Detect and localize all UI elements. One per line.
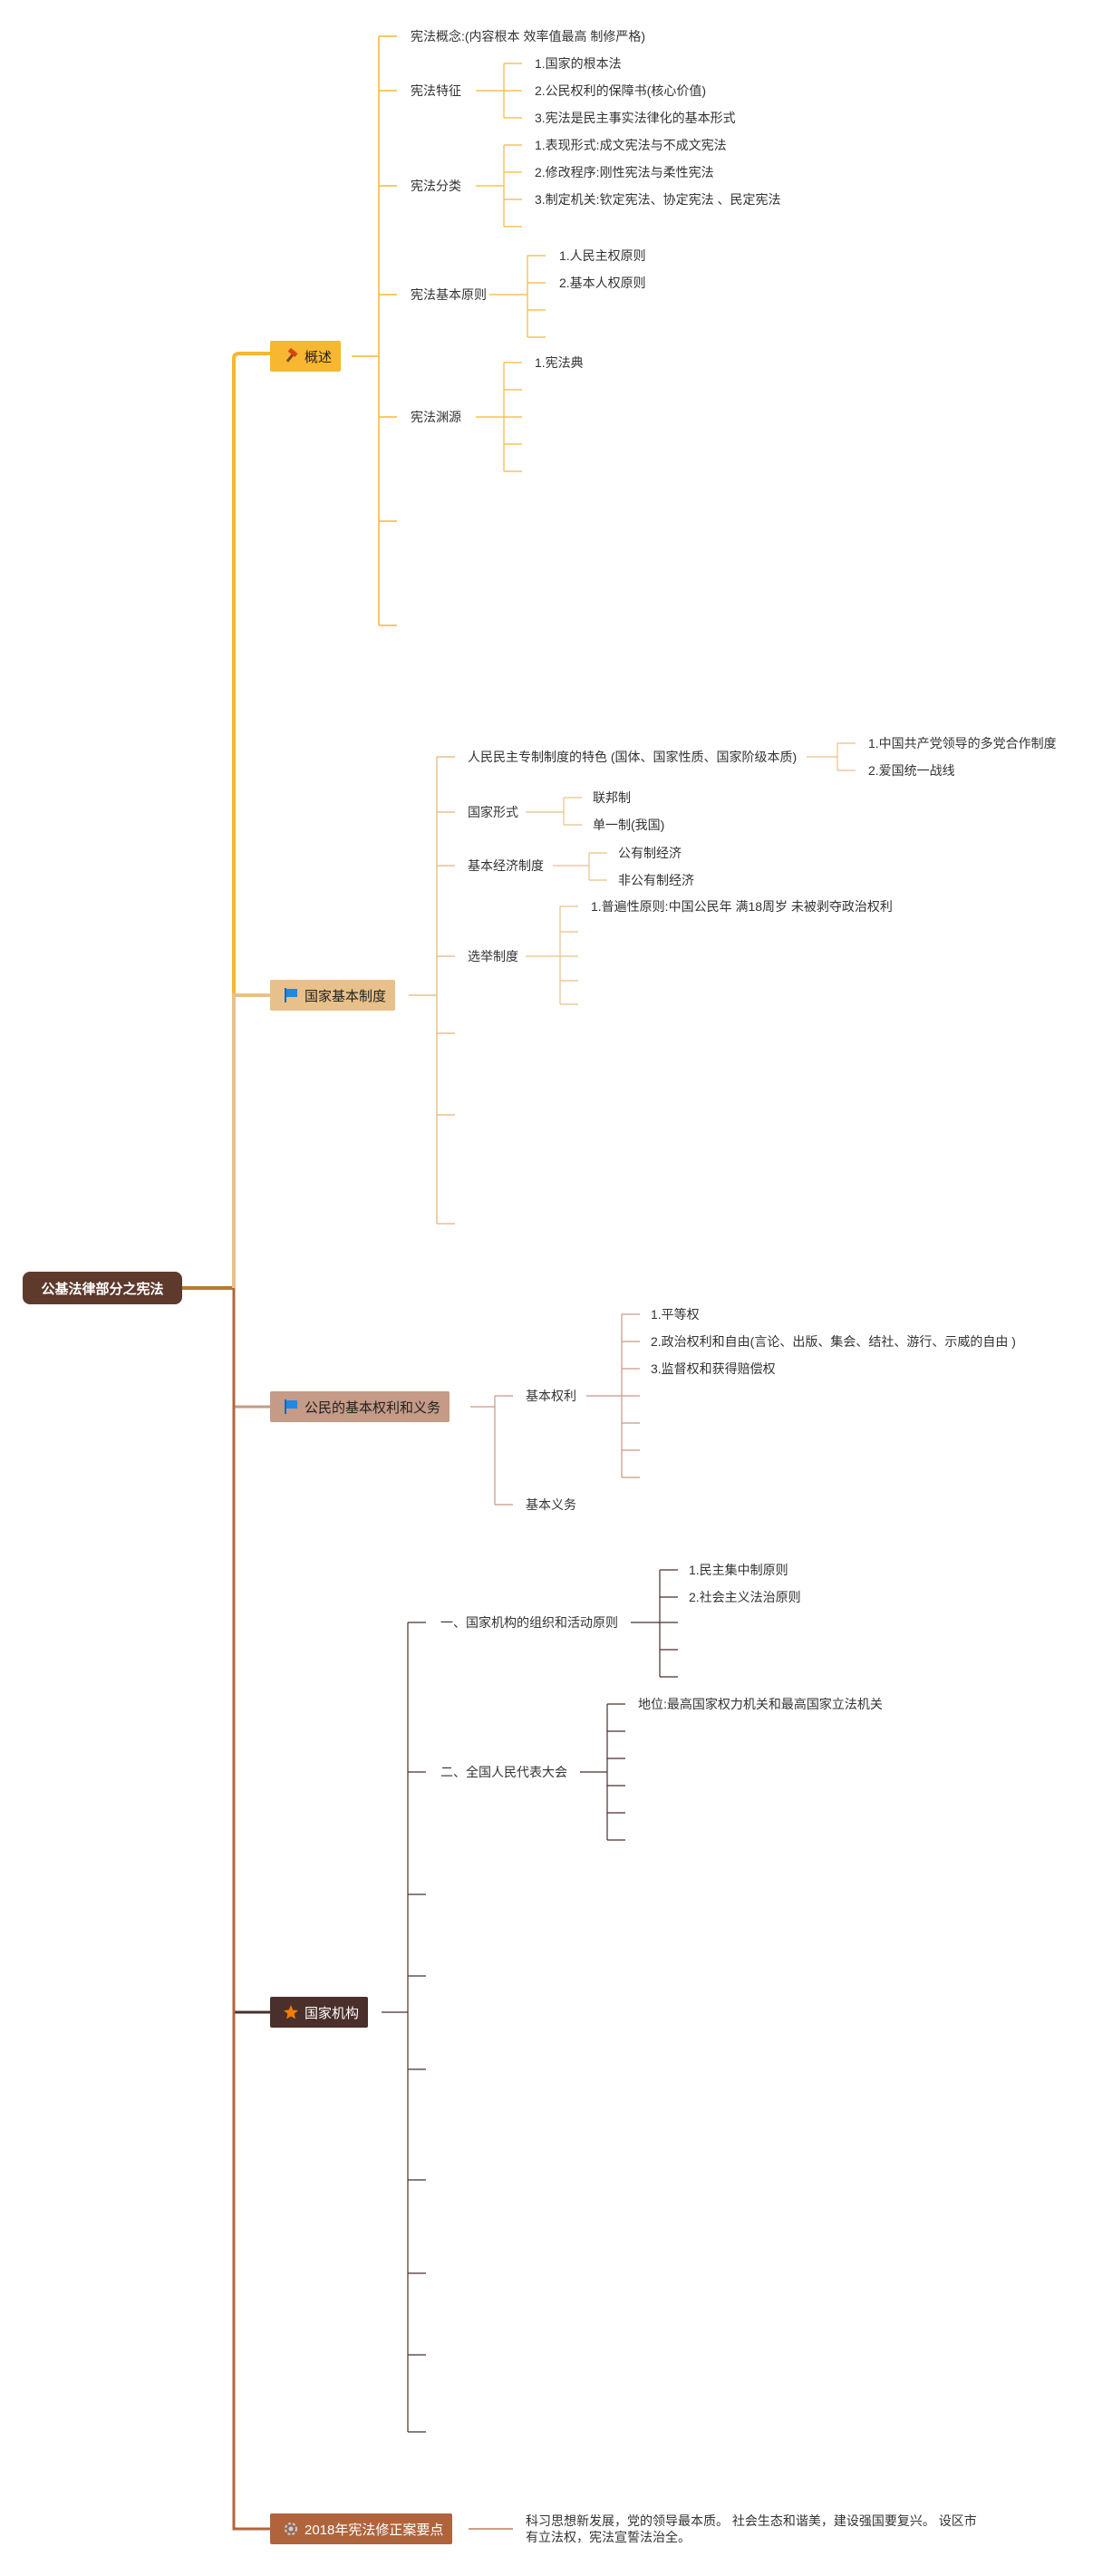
overview-sources: 宪法渊源 [411,410,461,424]
principle-item: 1.人民主权原则 [559,248,646,263]
type-item: 3.制定机关:钦定宪法、协定宪法 、民定宪法 [535,192,781,207]
org-principle-item: 1.民主集中制原则 [689,1563,788,1577]
branch-rights-label: 公民的基本权利和义务 [305,1399,441,1416]
source-item: 1.宪法典 [535,355,584,370]
branch-organs[interactable]: 国家机构 [270,1997,369,2028]
overview-types: 宪法分类 [411,179,461,193]
overview-principles: 宪法基本原则 [411,287,487,302]
organs-npc: 二、全国人民代表大会 [440,1765,567,1779]
amendment-note: 科习思想新发展，党的领导最本质。 社会生态和谐美，建设强国要复兴。 设区市有立法… [526,2513,977,2544]
system-form: 国家形式 [468,805,518,819]
branch-system-label: 国家基本制度 [305,988,387,1004]
economy-item: 公有制经济 [618,846,682,860]
type-item: 2.修改程序:刚性宪法与柔性宪法 [535,165,714,179]
organs-principles: 一、国家机构的组织和活动原则 [440,1615,618,1630]
form-item: 联邦制 [593,790,631,805]
feature-item: 2.公民权利的保障书(核心价值) [535,83,706,98]
overview-features: 宪法特征 [411,83,461,98]
branch-overview[interactable]: 概述 [270,341,342,372]
system-election: 选举制度 [468,949,518,964]
form-item: 单一制(我国) [593,818,665,832]
flag-icon [283,987,299,1003]
hammer-icon [283,347,299,364]
branch-amendment[interactable]: 2018年宪法修正案要点 [270,2513,453,2544]
democracy-item: 2.爱国统一战线 [868,763,955,778]
right-item: 1.平等权 [651,1307,700,1322]
election-item: 1.普遍性原则:中国公民年 满18周岁 未被剥夺政治权利 [591,899,893,914]
rights-basic: 基本权利 [526,1389,576,1403]
flag-icon [283,1399,299,1415]
org-principle-item: 2.社会主义法治原则 [689,1590,801,1604]
branch-overview-label: 概述 [305,349,333,365]
gear-icon [283,2521,299,2537]
right-item: 3.监督权和获得赔偿权 [651,1361,776,1376]
right-item: 2.政治权利和自由(言论、出版、集会、结社、游行、示威的自由 ) [651,1334,1016,1349]
branch-rights[interactable]: 公民的基本权利和义务 [270,1391,450,1422]
branch-organs-label: 国家机构 [305,2005,360,2021]
feature-item: 3.宪法是民主事实法律化的基本形式 [535,111,736,125]
type-item: 1.表现形式:成文宪法与不成文宪法 [535,138,727,152]
system-democracy: 人民民主专制制度的特色 (国体、国家性质、国家阶级本质) [468,750,798,764]
overview-concept: 宪法概念:(内容根本 效率值最高 制修严格) [411,29,645,44]
system-economy: 基本经济制度 [468,858,544,873]
root-node[interactable]: 公基法律部分之宪法 [23,1272,182,1304]
democracy-item: 1.中国共产党领导的多党合作制度 [868,736,1057,751]
branch-amendment-label: 2018年宪法修正案要点 [305,2522,444,2538]
npc-item: 地位:最高国家权力机关和最高国家立法机关 [638,1697,883,1711]
feature-item: 1.国家的根本法 [535,56,622,71]
rights-duties: 基本义务 [526,1497,576,1512]
economy-item: 非公有制经济 [618,873,694,887]
branch-system[interactable]: 国家基本制度 [270,980,396,1011]
principle-item: 2.基本人权原则 [559,276,646,290]
star-icon [283,2004,299,2020]
